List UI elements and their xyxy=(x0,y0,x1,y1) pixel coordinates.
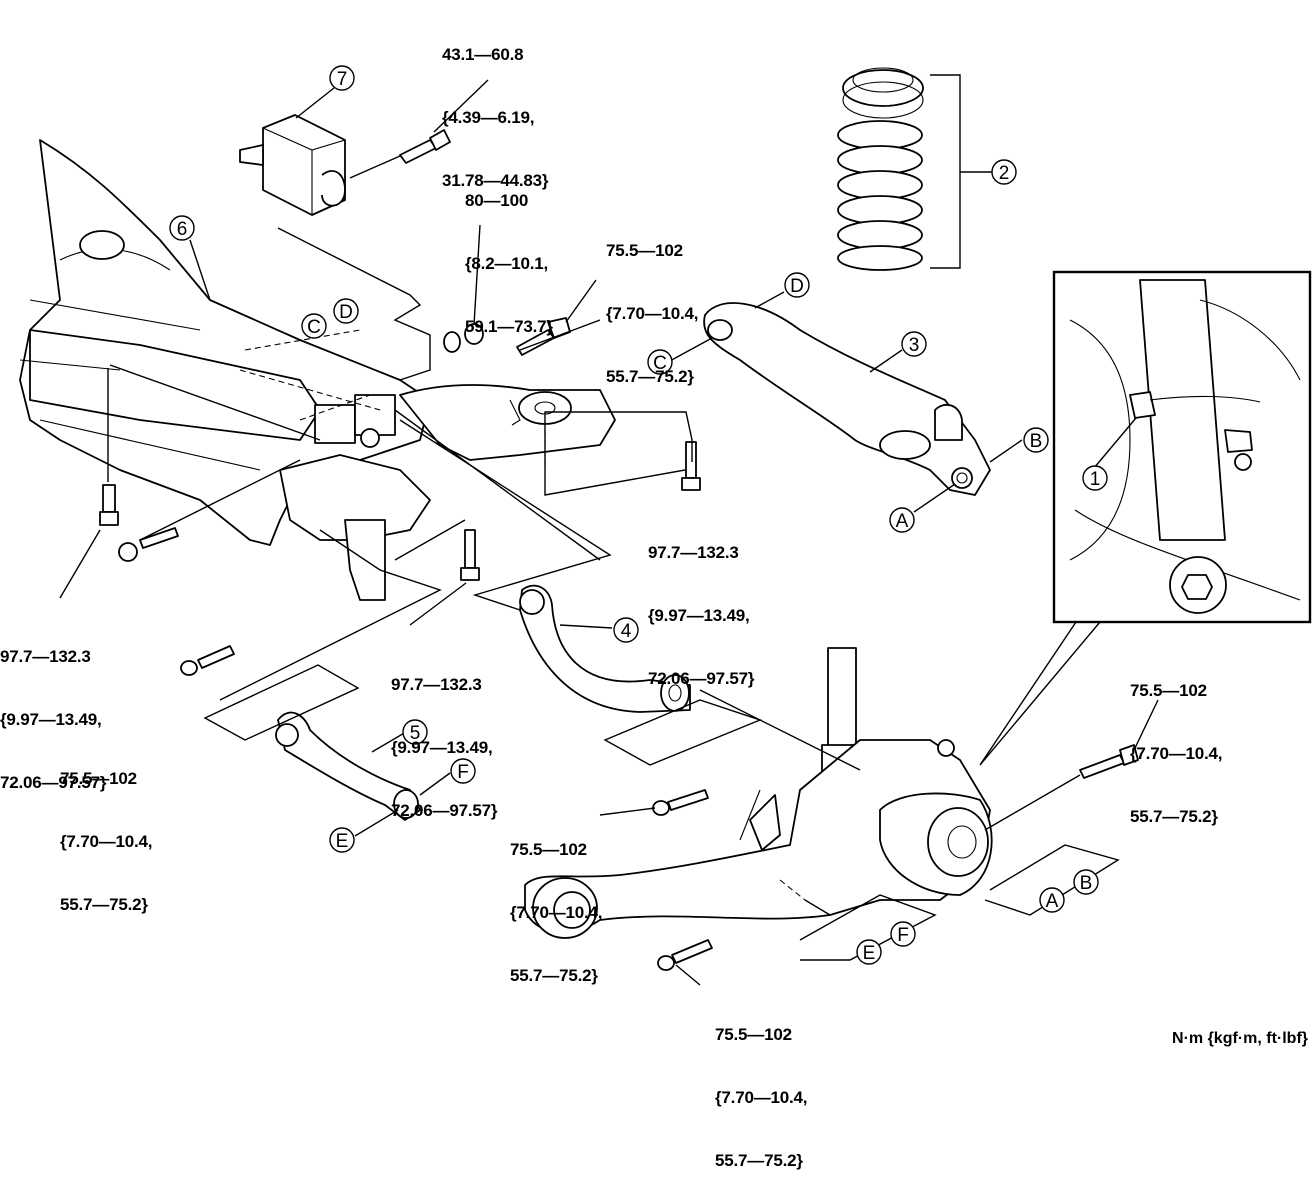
leader-lines xyxy=(59,79,1159,986)
torque-spec-nut: 80—100 {8.2—10.1, 59.1—73.7} xyxy=(465,191,553,336)
callout-letter-A-upper-arm: A xyxy=(889,507,915,533)
svg-text:E: E xyxy=(336,831,349,852)
torque-spec-upper-arm-bolt: 75.5—102 {7.70—10.4, 55.7—75.2} xyxy=(606,241,699,386)
crossmember xyxy=(19,139,616,601)
svg-text:5: 5 xyxy=(410,723,421,744)
svg-text:B: B xyxy=(1080,873,1093,894)
callout-letter-D-crossmember: D xyxy=(333,298,359,324)
module-bolt xyxy=(399,129,451,164)
callout-letter-B-knuckle: B xyxy=(1073,869,1099,895)
callout-letter-E-knuckle: E xyxy=(856,939,882,965)
svg-text:E: E xyxy=(863,943,876,964)
callout-7: 7 xyxy=(329,65,355,91)
bolts xyxy=(99,441,1139,971)
coil-spring-assembly xyxy=(837,67,992,271)
svg-text:C: C xyxy=(653,353,667,374)
callout-2: 2 xyxy=(991,159,1017,185)
svg-text:3: 3 xyxy=(909,335,920,356)
callout-6: 6 xyxy=(169,215,195,241)
svg-text:A: A xyxy=(1046,891,1059,912)
torque-spec-trailing-link-bolt: 75.5—102 {7.70—10.4, 55.7—75.2} xyxy=(60,769,153,914)
callout-letter-E-trailing-link: E xyxy=(329,827,355,853)
svg-text:B: B xyxy=(1030,431,1043,452)
rear-suspension-exploded-diagram: 1 2 3 4 5 6 7 A B C D C xyxy=(19,65,1312,986)
control-module xyxy=(239,114,346,216)
svg-text:F: F xyxy=(897,925,909,946)
callout-letter-D-upper-arm: D xyxy=(784,272,810,298)
svg-text:D: D xyxy=(339,302,353,323)
callout-letter-B-upper-arm: B xyxy=(1023,427,1049,453)
callout-letter-C-crossmember: C xyxy=(301,313,327,339)
upper-control-arm xyxy=(703,302,991,496)
trailing-link xyxy=(275,711,421,821)
svg-text:D: D xyxy=(790,276,804,297)
callout-3: 3 xyxy=(901,331,927,357)
svg-text:4: 4 xyxy=(621,621,632,642)
lateral-link xyxy=(519,584,691,713)
torque-unit-label: N·m {kgf·m, ft·lbf} xyxy=(1172,1030,1308,1047)
svg-text:1: 1 xyxy=(1090,469,1101,490)
svg-text:2: 2 xyxy=(999,163,1010,184)
svg-text:6: 6 xyxy=(177,219,188,240)
callout-letter-F-trailing-link: F xyxy=(450,758,476,784)
callout-5: 5 xyxy=(402,719,428,745)
callout-letter-F-knuckle: F xyxy=(890,921,916,947)
torque-spec-lower-arm-bolt: 75.5—102 {7.70—10.4, 55.7—75.2} xyxy=(715,1025,808,1170)
callout-letter-A-knuckle: A xyxy=(1039,887,1065,913)
torque-spec-crossmember-bolt-right: 97.7—132.3 {9.97—13.49, 72.06—97.57} xyxy=(648,543,755,688)
torque-spec-lateral-link-bolt: 75.5—102 {7.70—10.4, 55.7—75.2} xyxy=(510,840,603,985)
svg-text:C: C xyxy=(307,317,321,338)
torque-spec-module-bolt: 43.1—60.8 {4.39—6.19, 31.78—44.83} xyxy=(442,45,549,190)
callout-1: 1 xyxy=(1082,465,1108,491)
knuckle-hub-lower-arm xyxy=(524,739,993,939)
torque-spec-crossmember-bolt-left: 97.7—132.3 {9.97—13.49, 72.06—97.57} xyxy=(0,647,107,792)
torque-spec-hub-bolt: 75.5—102 {7.70—10.4, 55.7—75.2} xyxy=(1130,681,1223,826)
torque-spec-crossmember-bolt-center: 97.7—132.3 {9.97—13.49, 72.06—97.57} xyxy=(391,675,498,820)
svg-text:A: A xyxy=(896,511,909,532)
detail-inset xyxy=(979,270,1312,766)
svg-text:F: F xyxy=(457,762,469,783)
callout-letter-C-upper-arm: C xyxy=(647,349,673,375)
callout-4: 4 xyxy=(613,617,639,643)
svg-text:7: 7 xyxy=(337,69,348,90)
